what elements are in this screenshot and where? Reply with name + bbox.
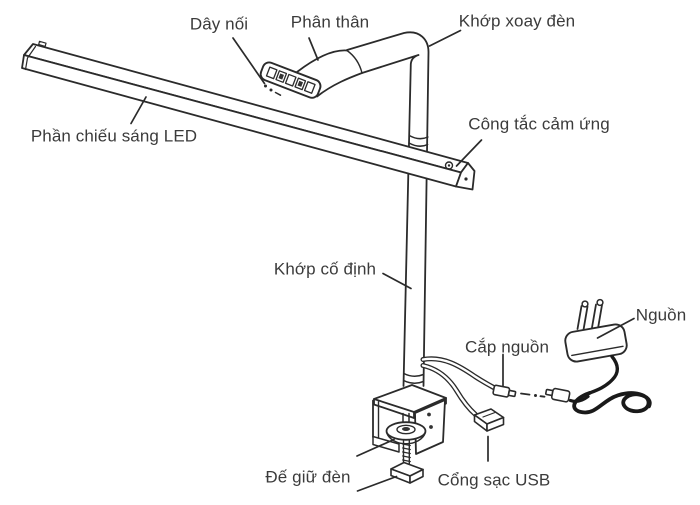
clamp-screw-rod (402, 439, 411, 466)
end-cap-dot (464, 177, 468, 181)
leader-lines (130, 29, 635, 492)
label-cong-sac-usb: Cổng sạc USB (437, 470, 551, 490)
leader-cong-tac-cam-ung (455, 139, 483, 167)
swivel-joint-collar (408, 134, 429, 147)
leader-khop-co-dinh (382, 272, 412, 290)
label-phan-than: Phân thân (290, 12, 370, 32)
clamp-base (372, 384, 447, 455)
label-khop-co-dinh: Khớp cố định (273, 259, 377, 279)
fixed-joint-collar (402, 372, 425, 384)
label-day-noi: Dây nối (189, 14, 249, 34)
lamp-head-connector (259, 49, 363, 99)
usb-port (473, 408, 505, 432)
touch-switch-icon (444, 161, 454, 170)
led-bar (21, 40, 476, 191)
leader-de-giu-den-2 (356, 475, 398, 492)
leader-de-giu-den-1 (356, 438, 395, 457)
connector-wire-dots (264, 84, 282, 96)
lamp-pole (346, 31, 430, 387)
leader-nguon (596, 317, 635, 339)
dashed-connection (520, 392, 546, 398)
adapter-cable-coil (544, 354, 652, 415)
label-nguon: Nguồn (635, 305, 687, 325)
adapter-prongs-icon (576, 298, 604, 331)
power-wire (420, 356, 546, 398)
adapter-connector-socket (544, 387, 571, 403)
label-khop-xoay-den: Khớp xoay đèn (458, 11, 576, 31)
leader-khop-xoay-den (428, 29, 462, 47)
usb-wire (420, 363, 505, 432)
leader-phan-chieu-sang-led (130, 96, 147, 125)
power-connector-plug (492, 384, 517, 398)
leader-day-noi (232, 37, 266, 85)
label-cap-nguon: Cắp nguồn (464, 337, 550, 357)
leader-phan-than (308, 37, 319, 61)
label-de-giu-den: Đế giữ đèn (265, 467, 351, 487)
label-phan-chieu-sang-led: Phần chiếu sáng LED (30, 126, 198, 146)
clamp-foot (390, 461, 424, 484)
power-adapter (564, 298, 628, 363)
label-cong-tac-cam-ung: Công tắc cảm ứng (468, 114, 610, 134)
